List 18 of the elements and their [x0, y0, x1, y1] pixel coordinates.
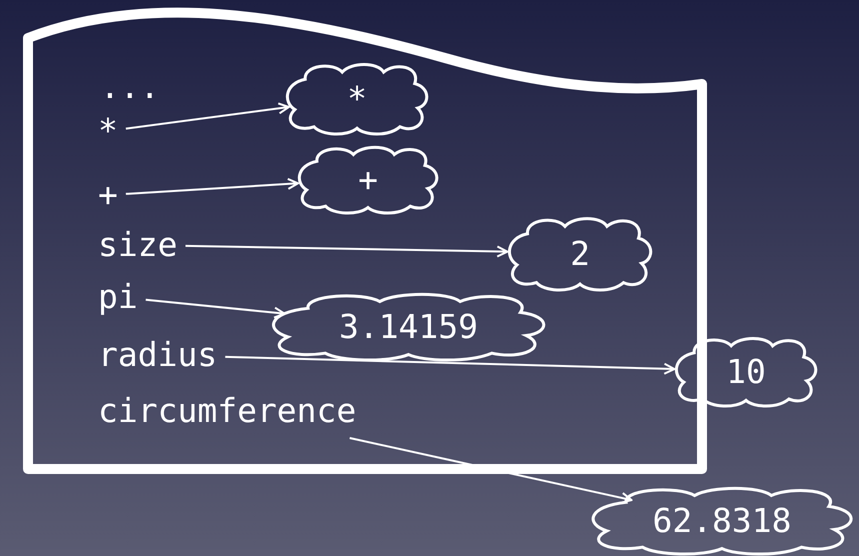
- variable-name: pi: [98, 278, 138, 316]
- variable-name: +: [98, 176, 118, 214]
- value-cloud: +: [295, 145, 441, 213]
- value-cloud: 2: [505, 216, 655, 290]
- value-cloud: 10: [672, 336, 820, 406]
- arrow: [126, 178, 300, 195]
- value-cloud: *: [283, 62, 431, 134]
- variable-name: circumference: [98, 392, 356, 430]
- arrow: [185, 244, 508, 258]
- variable-name: *: [98, 112, 118, 150]
- variable-name: radius: [98, 336, 218, 374]
- arrow: [146, 298, 286, 319]
- arrow: [350, 437, 633, 504]
- ellipsis-text: ...: [100, 68, 160, 106]
- environment-frame: [25, 8, 705, 472]
- arrow: [126, 102, 290, 130]
- arrow: [225, 356, 676, 375]
- variable-name: size: [98, 226, 178, 264]
